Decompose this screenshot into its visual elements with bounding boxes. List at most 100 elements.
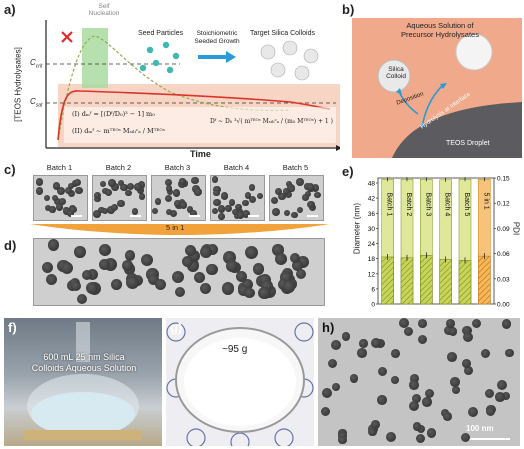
y-tick-label: 48 [368,181,376,188]
nanoparticle [417,334,428,345]
scale-bar [307,215,318,217]
tem-batch-5 [269,175,324,221]
nanoparticle [258,286,271,300]
nanoparticle [35,187,44,196]
tem-batch-4 [210,175,265,221]
panel-f-label: f) [8,320,17,335]
nanoparticle [249,196,257,204]
panel-h-label: h) [322,320,335,335]
nanoparticle [450,377,460,388]
nanoparticle [221,281,235,295]
batch-label-5: Batch 5 [282,163,309,172]
tem-batch-1 [33,175,88,221]
nanoparticle [174,200,181,207]
y-tick-label: 0 [371,302,375,309]
nanoparticle [424,388,435,399]
nanoparticle [68,205,77,214]
nanoparticle [410,374,419,383]
nanoparticle [289,253,300,264]
nanoparticle [296,178,304,186]
nanoparticle [232,208,239,216]
panel-b-scheme [352,18,522,158]
nanoparticle [236,271,248,283]
nanoparticle [104,189,112,197]
x-axis-label: Time [190,149,211,159]
nanoparticle [165,195,173,202]
batch-label-1: Batch 1 [46,163,73,172]
nanoparticle [67,189,75,197]
y-tick-label: 24 [368,241,376,248]
y2-axis-title: PDI [511,221,521,236]
nanoparticle [54,197,62,205]
nanoparticle [270,196,279,205]
nanoparticle [148,273,160,285]
nanoparticle [124,250,136,261]
nanoparticle [85,282,98,295]
flask-drawing [24,322,142,440]
nanoparticle [127,182,135,191]
panel-g-photo: g) ~95 g [166,318,314,446]
powder-dish-drawing [166,322,314,446]
hydrolysis-arrow [421,85,443,129]
nanoparticle [331,382,341,392]
nanoparticle [58,198,66,205]
c-sat-label: Csat [30,97,43,109]
nanoparticle [460,432,470,443]
nanoparticle [446,352,457,362]
panel-g-label: g) [170,320,183,335]
nanoparticle [243,287,255,299]
equation-3: Dᶠ ~ D₀ ³√( mᵀᴱᴼˢ Mₛᵢₗᵢᶜₐ / (m₀ Mᵀᴱᴼˢ) +… [210,118,333,125]
nanoparticle [66,210,75,218]
target-colloids-icon [260,40,319,81]
nanoparticle [131,208,138,215]
nanoparticle [225,259,239,273]
nanoparticle [495,392,505,402]
nanoparticle [244,192,252,199]
merge-banner [30,224,330,235]
nanoparticle [452,386,461,394]
nanoparticle [116,199,125,208]
nanoparticle [94,196,101,203]
nanoparticle [45,273,57,286]
nanoparticle [74,246,86,258]
nanoparticle [295,268,307,280]
nanoparticle [415,433,425,443]
nanoparticle [94,192,101,199]
nanoparticle [411,393,421,403]
nanoparticle [47,239,60,251]
nanoparticle [70,280,82,291]
nanoparticle [93,209,102,218]
nanoparticle [370,338,381,348]
nanoparticle [238,285,250,296]
nanoparticle [462,359,471,369]
y-tick-label: 12 [368,271,376,278]
teos-droplet-label: TEOS Droplet [446,140,490,147]
scale-bar [130,215,141,217]
nanoparticle [193,271,206,284]
seeded-growth-curve [57,90,331,141]
nanoparticle [118,179,125,187]
nanoparticle [274,188,282,196]
nanoparticle [44,204,51,211]
nanoparticle [282,188,290,195]
plot-frame [377,177,495,305]
nanoparticle [462,332,473,343]
y-tick-label: 6 [371,286,375,293]
nanoparticle [390,349,400,359]
nanoparticle [501,391,511,401]
nanoparticle [51,195,59,202]
nanoparticle [174,286,186,298]
nanoparticle [64,187,72,195]
equation-2: (II) dₘᶠ ~ mᵀᴱᴼˢ Mₛᵢₗᵢᶜₐ / Mᵀᴱᴼˢ [72,127,165,135]
panel-d-label: d) [4,238,17,253]
nanoparticle [134,183,142,191]
nanoparticle [57,186,66,195]
nanoparticle [496,379,507,390]
nanoparticle [236,211,244,219]
nanoparticle [152,208,159,215]
batch-label-2: Batch 2 [105,163,132,172]
nanoparticle [154,198,162,206]
y2-tick-label: 0.12 [497,201,510,208]
